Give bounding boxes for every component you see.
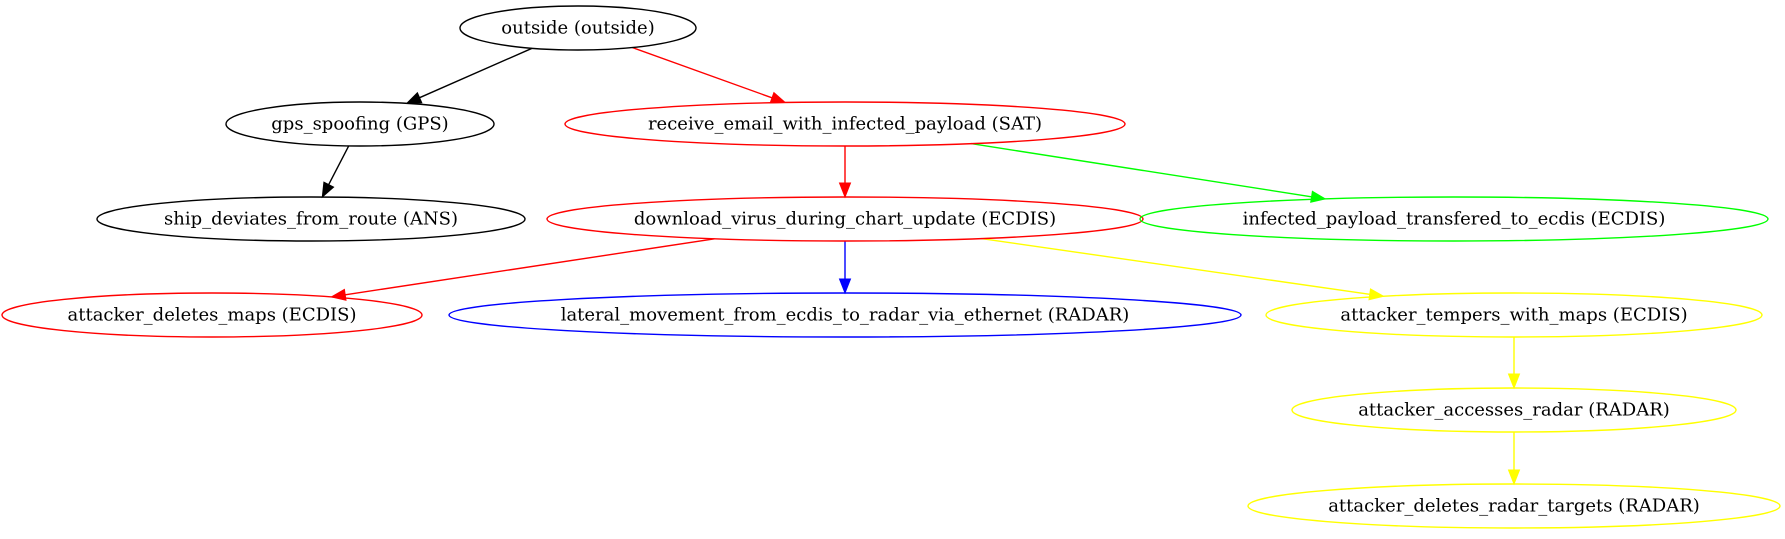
edge-line	[419, 47, 533, 99]
node-label: attacker_accesses_radar (RADAR)	[1358, 400, 1670, 421]
edge-receive_email-to-download_virus	[838, 146, 852, 199]
edge-gps_spoofing-to-ship_deviates	[321, 145, 350, 199]
edge-arrowhead	[769, 91, 787, 104]
edge-tempers_maps-to-accesses_radar	[1507, 337, 1521, 390]
edge-arrowhead	[1507, 469, 1521, 486]
node-ellipse	[564, 101, 1126, 147]
node-ellipse	[1, 292, 423, 338]
node-infected_payload: infected_payload_transfered_to_ecdis (EC…	[1139, 196, 1769, 242]
edge-line	[981, 237, 1370, 295]
edge-arrowhead	[1507, 373, 1521, 390]
node-ellipse	[1139, 196, 1769, 242]
edge-line	[632, 46, 773, 99]
edge-arrowhead	[838, 182, 852, 199]
edge-accesses_radar-to-deletes_targets	[1507, 432, 1521, 486]
edge-arrowhead	[405, 91, 423, 104]
edge-arrowhead	[321, 181, 335, 199]
edge-arrowhead	[838, 278, 852, 295]
node-label: ship_deviates_from_route (ANS)	[164, 209, 458, 230]
edge-line	[328, 145, 350, 185]
edge-line	[345, 238, 715, 296]
edge-arrowhead	[1368, 288, 1385, 301]
node-label: attacker_tempers_with_maps (ECDIS)	[1340, 305, 1687, 326]
edge-download_virus-to-tempers_maps	[981, 237, 1385, 301]
node-receive_email: receive_email_with_infected_payload (SAT…	[564, 101, 1126, 147]
node-deletes_targets: attacker_deletes_radar_targets (RADAR)	[1247, 483, 1781, 529]
edge-receive_email-to-infected_payload	[970, 142, 1327, 203]
node-deletes_maps: attacker_deletes_maps (ECDIS)	[1, 292, 423, 338]
node-gps_spoofing: gps_spoofing (GPS)	[225, 101, 495, 147]
node-ellipse	[546, 196, 1144, 242]
node-label: receive_email_with_infected_payload (SAT…	[648, 114, 1042, 135]
node-ellipse	[1265, 292, 1763, 338]
node-outside: outside (outside)	[459, 5, 697, 51]
nodes-layer: outside (outside) gps_spoofing (GPS) recei…	[1, 5, 1781, 529]
node-lateral_movement: lateral_movement_from_ecdis_to_radar_via…	[448, 292, 1242, 338]
edge-download_virus-to-lateral_movement	[838, 241, 852, 295]
node-ellipse	[1247, 483, 1781, 529]
node-download_virus: download_virus_during_chart_update (ECDI…	[546, 196, 1144, 242]
node-ellipse	[448, 292, 1242, 338]
node-ellipse	[225, 101, 495, 147]
edge-arrowhead	[1310, 190, 1327, 203]
node-tempers_maps: attacker_tempers_with_maps (ECDIS)	[1265, 292, 1763, 338]
node-label: attacker_deletes_maps (ECDIS)	[68, 305, 357, 326]
node-ellipse	[96, 196, 526, 242]
node-label: infected_payload_transfered_to_ecdis (EC…	[1243, 209, 1666, 230]
node-label: gps_spoofing (GPS)	[271, 114, 448, 135]
edge-download_virus-to-deletes_maps	[330, 238, 715, 301]
edge-line	[970, 142, 1312, 198]
edge-outside-to-receive_email	[632, 46, 787, 104]
node-ellipse	[1291, 387, 1737, 433]
node-label: download_virus_during_chart_update (ECDI…	[634, 209, 1056, 230]
edge-arrowhead	[330, 288, 347, 301]
node-label: lateral_movement_from_ecdis_to_radar_via…	[561, 305, 1130, 326]
edge-outside-to-gps_spoofing	[405, 47, 533, 104]
node-ellipse	[459, 5, 697, 51]
node-label: attacker_deletes_radar_targets (RADAR)	[1328, 496, 1700, 517]
node-label: outside (outside)	[501, 18, 654, 39]
node-accesses_radar: attacker_accesses_radar (RADAR)	[1291, 387, 1737, 433]
node-ship_deviates: ship_deviates_from_route (ANS)	[96, 196, 526, 242]
